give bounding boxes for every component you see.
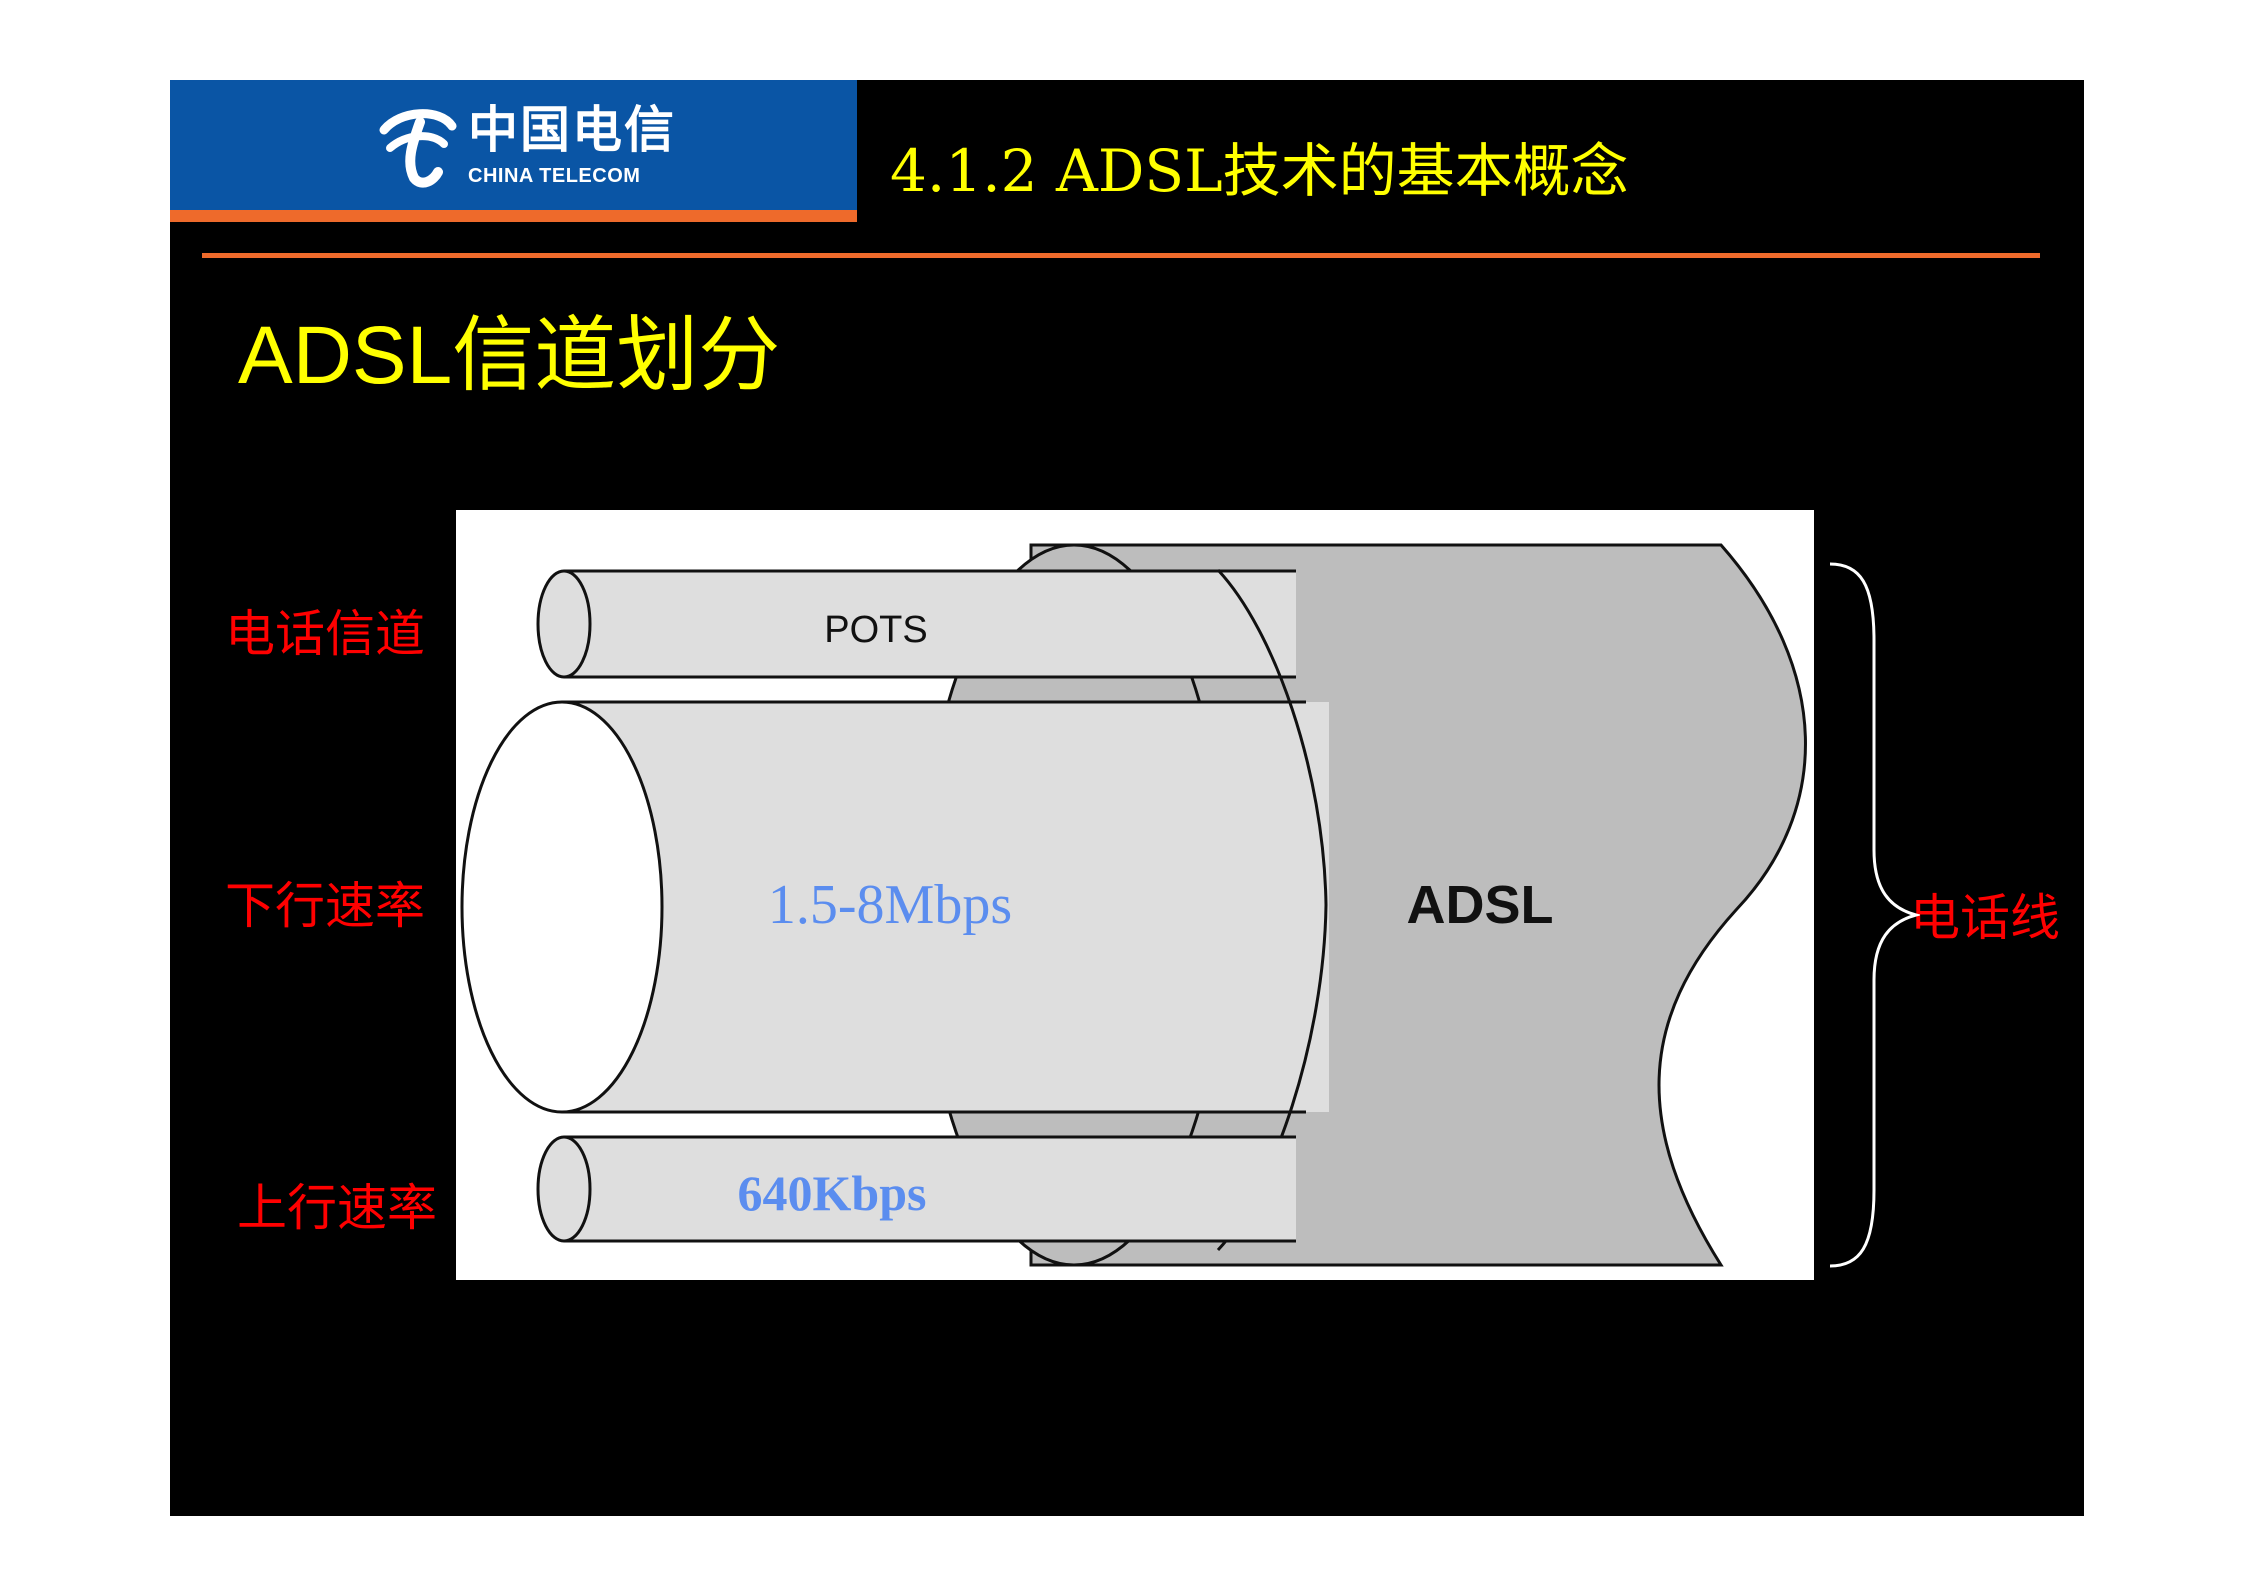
- phone-channel-label: 电话信道: [225, 605, 425, 663]
- downstream-tube-body: [562, 702, 1329, 1112]
- logo-panel: [170, 80, 857, 210]
- pots-tube-end: [536, 569, 592, 679]
- upstream-rate-label: 上行速率: [237, 1179, 437, 1237]
- logo-stripe: [170, 210, 857, 222]
- phone-line-label: 电话线: [1910, 889, 2060, 947]
- upstream-tube-body: [564, 1137, 1296, 1241]
- downstream-rate-label: 下行速率: [225, 877, 425, 935]
- china-telecom-logo-icon: [379, 109, 457, 188]
- logo-english-text: CHINA TELECOM: [468, 165, 641, 187]
- slide-title: ADSL信道划分: [238, 310, 781, 401]
- pots-tube-body: [564, 571, 1296, 677]
- header-divider: [202, 253, 2040, 258]
- pots-label: POTS: [824, 609, 927, 651]
- logo-chinese-text: 中国电信: [468, 100, 676, 159]
- upstream-rate-value: 640Kbps: [738, 1165, 927, 1221]
- adsl-label: ADSL: [1407, 875, 1554, 935]
- downstream-tube-end: [460, 700, 664, 1114]
- downstream-rate-value: 1.5-8Mbps: [768, 874, 1012, 936]
- phone-line-brace: [1829, 562, 1920, 1268]
- adsl-channel-diagram: ADSL POTS 1.5-8Mbps 640Kbps: [456, 510, 1814, 1280]
- upstream-tube-end: [536, 1135, 592, 1243]
- section-heading: 4.1.2 ADSL技术的基本概念: [890, 137, 1629, 205]
